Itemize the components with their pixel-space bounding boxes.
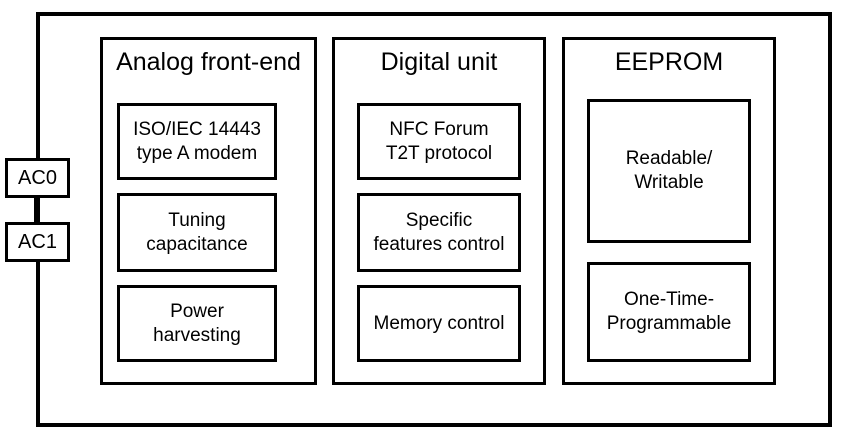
pin-ac0-label: AC0 [18, 167, 57, 189]
block-iso-iec-14443-type-a-modem[interactable]: ISO/IEC 14443 type A modem [117, 103, 277, 180]
pin-ac1[interactable]: AC1 [5, 222, 70, 262]
wire-ac0-to-ac1 [34, 196, 38, 224]
block-nfc-forum-t2t-protocol[interactable]: NFC Forum T2T protocol [357, 103, 521, 180]
block-nfc-forum-t2t-protocol-label: NFC Forum T2T protocol [385, 118, 493, 164]
block-power-harvesting-label: Power harvesting [153, 300, 241, 346]
block-readable-writable[interactable]: Readable/ Writable [587, 99, 751, 243]
chip-outer-frame [36, 12, 832, 427]
pin-ac0[interactable]: AC0 [5, 158, 70, 198]
block-tuning-capacitance[interactable]: Tuning capacitance [117, 193, 277, 272]
block-digital-unit-title: Digital unit [380, 48, 498, 76]
block-specific-features-control-label: Specific features control [373, 209, 505, 255]
pin-ac1-label: AC1 [18, 231, 57, 253]
block-iso-iec-14443-type-a-modem-label: ISO/IEC 14443 type A modem [133, 118, 261, 164]
block-eeprom-title: EEPROM [614, 48, 724, 76]
block-readable-writable-label: Readable/ Writable [625, 148, 713, 193]
block-analog-front-end-title: Analog front-end [116, 48, 301, 76]
block-one-time-programmable-label: One-Time- Programmable [606, 289, 732, 334]
block-memory-control[interactable]: Memory control [357, 285, 521, 362]
block-power-harvesting[interactable]: Power harvesting [117, 285, 277, 362]
block-one-time-programmable[interactable]: One-Time- Programmable [587, 262, 751, 362]
block-memory-control-label: Memory control [373, 312, 505, 334]
block-tuning-capacitance-label: Tuning capacitance [146, 209, 248, 255]
block-specific-features-control[interactable]: Specific features control [357, 193, 521, 272]
